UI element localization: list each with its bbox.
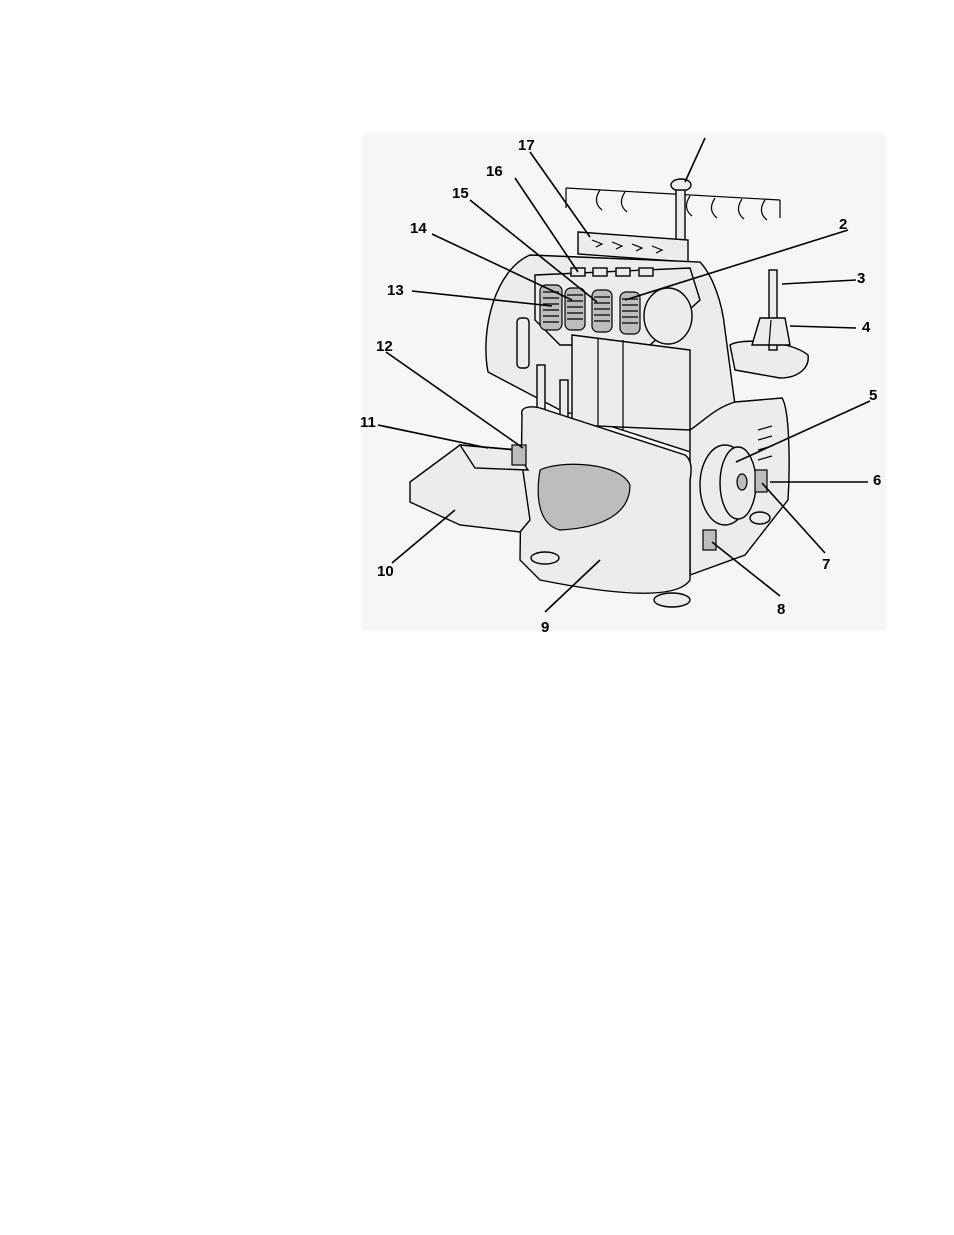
front-cover-panels	[572, 335, 690, 430]
serger-diagram: 2 3 4 5 6 7 8 9 10 11 12 13 14 15 16 17	[355, 130, 890, 635]
callout-14: 14	[410, 220, 427, 237]
callout-12: 12	[376, 338, 393, 355]
power-switch	[755, 470, 767, 492]
callout-2: 2	[839, 216, 847, 233]
callout-9: 9	[541, 619, 549, 635]
callout-10: 10	[377, 563, 394, 580]
foot-left	[531, 552, 559, 564]
callout-6: 6	[873, 472, 881, 489]
tension-dial-2	[565, 288, 585, 330]
callout-3: 3	[857, 270, 865, 287]
callout-13: 13	[387, 282, 404, 299]
foot-front	[654, 593, 690, 607]
presser-foot-lever	[512, 445, 526, 465]
serger-drawing: 2 3 4 5 6 7 8 9 10 11 12 13 14 15 16 17	[355, 130, 890, 635]
tension-dial-1	[540, 285, 562, 330]
callout-16: 16	[486, 163, 503, 180]
callout-8: 8	[777, 601, 785, 618]
power-connector	[703, 530, 716, 550]
callout-15: 15	[452, 185, 469, 202]
callout-7: 7	[822, 556, 830, 573]
tension-dial-3	[592, 290, 612, 332]
callout-17: 17	[518, 137, 535, 154]
callout-4: 4	[862, 319, 871, 336]
foot-right	[750, 512, 770, 524]
callout-5: 5	[869, 387, 877, 404]
callout-11: 11	[360, 414, 376, 431]
